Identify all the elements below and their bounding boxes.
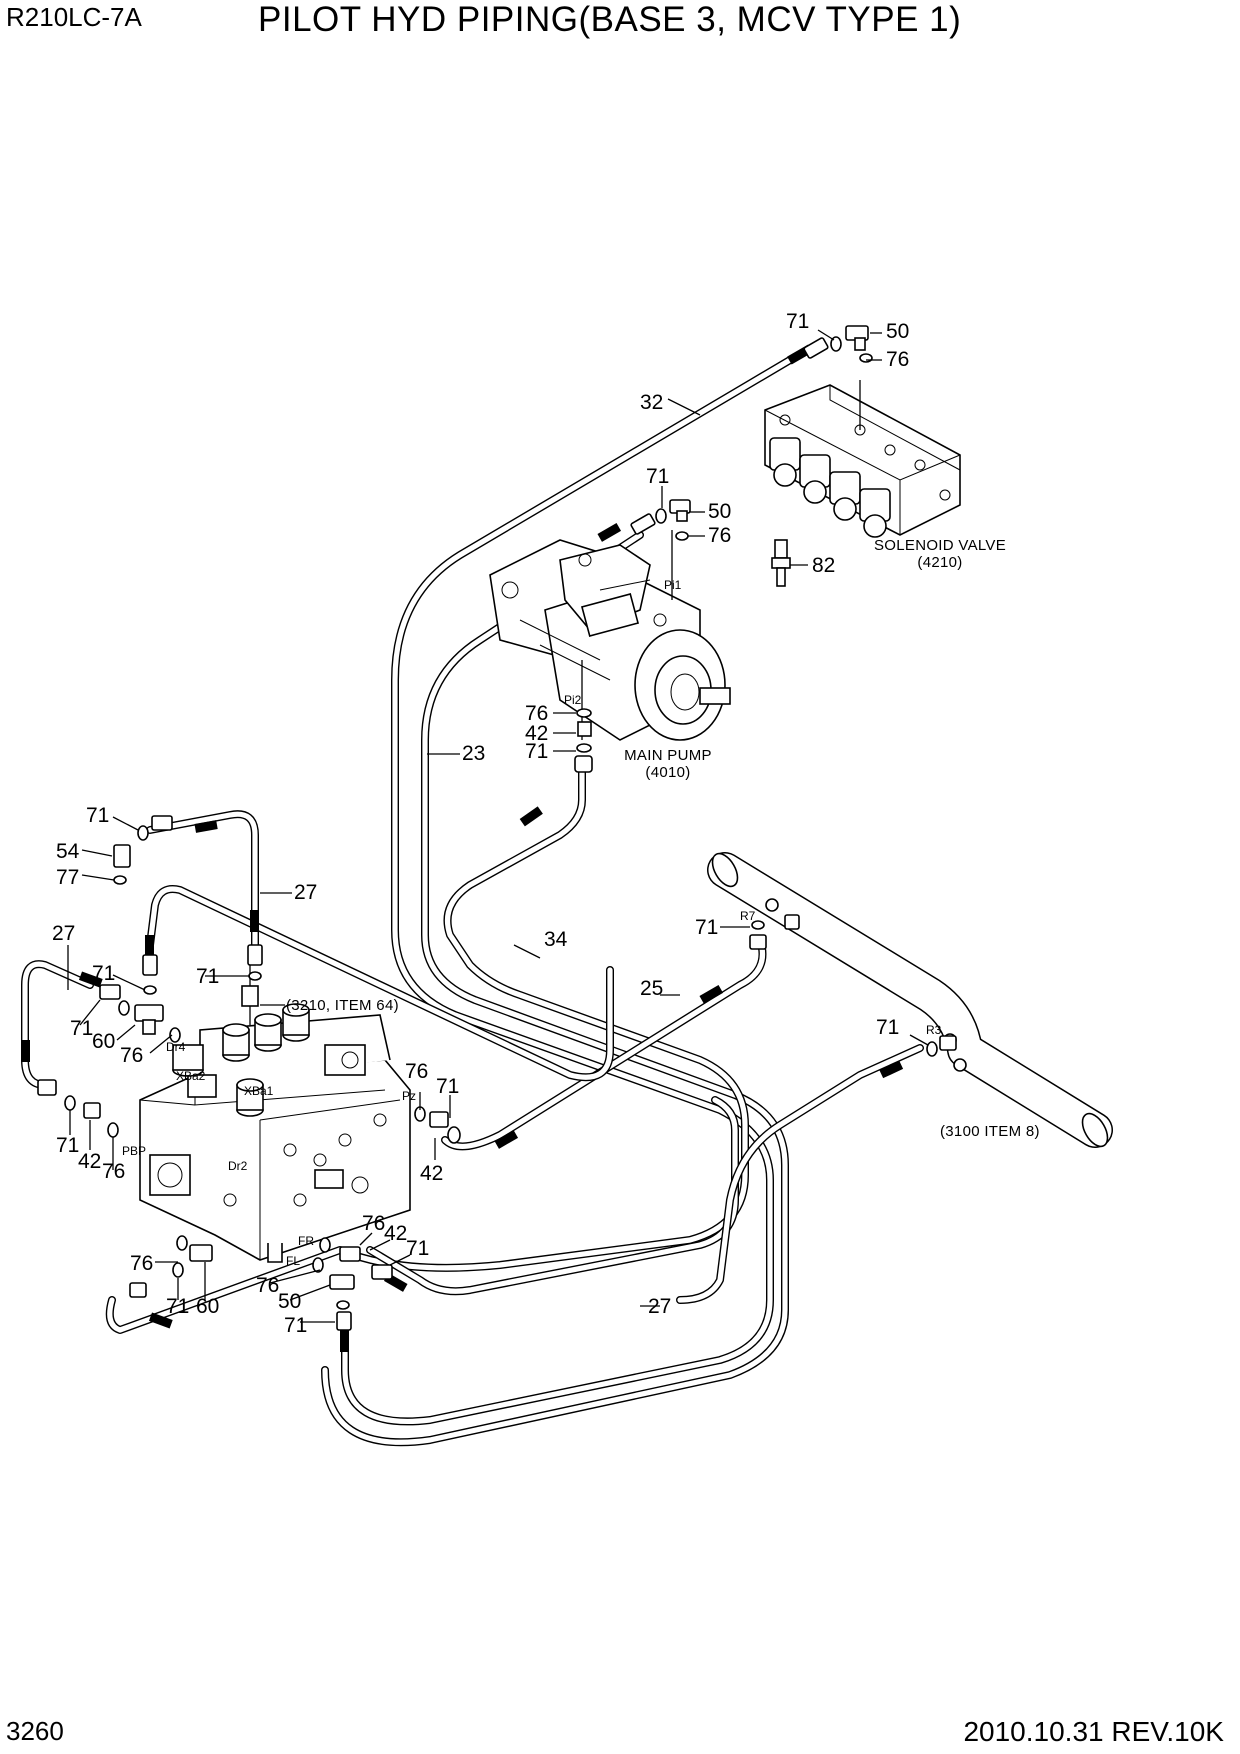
callout-number: 27 (648, 1295, 671, 1318)
callout-number: 71 (876, 1016, 899, 1039)
port-label: FL (286, 1254, 300, 1268)
pipe-27-lower (366, 1096, 739, 1296)
page-number: 3260 (6, 1716, 64, 1746)
callout-number: 42 (384, 1222, 407, 1245)
port-label: Pi1 (664, 578, 682, 592)
callout-number: 71 (284, 1314, 307, 1337)
callout-number: 60 (196, 1295, 219, 1318)
callout-number: 71 (525, 740, 548, 763)
hose-crimps (21, 344, 904, 1352)
port-label: Pz (402, 1089, 416, 1103)
callout-number: 76 (525, 702, 548, 725)
callout-number: 76 (886, 348, 909, 371)
pipe-3100-item-8 (707, 852, 1113, 1148)
solenoid-valve (764, 380, 961, 587)
callout-number: 71 (92, 962, 115, 985)
pipe-25 (441, 936, 767, 1151)
port-label: XBa1 (244, 1084, 274, 1098)
callout-number: 71 (436, 1075, 459, 1098)
main-pump-label: MAIN PUMP (624, 747, 712, 764)
port-label: R7 (740, 909, 756, 923)
callout-number: 76 (708, 524, 731, 547)
pipe-32 (341, 356, 794, 1426)
callout-number: 71 (86, 804, 109, 827)
port-label: Pi2 (564, 693, 582, 707)
pipe-27-top (146, 810, 614, 1082)
callout-number: 71 (70, 1017, 93, 1040)
callout-number: 71 (695, 916, 718, 939)
callout-number: 54 (56, 840, 80, 863)
callout-number: 71 (646, 465, 669, 488)
leader-lines (67, 329, 929, 1323)
callout-number: 27 (52, 922, 75, 945)
callout-number: 42 (420, 1162, 443, 1185)
port-label: PBP (122, 1144, 146, 1158)
port-label: Dr2 (228, 1159, 248, 1173)
callout-number: 27 (294, 881, 317, 904)
revision-date: 2010.10.31 REV.10K (963, 1716, 1224, 1747)
page-title: PILOT HYD PIPING(BASE 3, MCV TYPE 1) (258, 0, 962, 39)
callout-number: 82 (812, 554, 835, 577)
callout-number: 71 (786, 310, 809, 333)
callout-number: 76 (256, 1274, 279, 1297)
callout-number: 50 (886, 320, 909, 343)
callout-number: 50 (708, 500, 731, 523)
callout-number: 25 (640, 977, 663, 1000)
callout-number: 60 (92, 1030, 115, 1053)
callout-number: 50 (278, 1290, 301, 1313)
callout-number: 76 (120, 1044, 143, 1067)
main-control-valve (139, 960, 411, 1263)
solenoid-valve-label: SOLENOID VALVE (874, 537, 1006, 554)
callout-number: 71 (166, 1295, 189, 1318)
pipe-27-left (21, 960, 94, 1089)
callout-number: 34 (544, 928, 568, 951)
callout-number: 71 (56, 1134, 79, 1157)
port-label: XBa2 (176, 1069, 206, 1083)
callout-number: 76 (362, 1212, 385, 1235)
solenoid-valve-ref: (4210) (917, 554, 962, 571)
ref-3210-item-64: (3210, ITEM 64) (286, 997, 399, 1014)
main-pump (489, 530, 731, 741)
port-label: R3 (926, 1023, 942, 1037)
callout-number: 71 (406, 1237, 429, 1260)
callout-number: 71 (196, 965, 219, 988)
fittings (37, 325, 957, 1331)
port-label: Dr4 (166, 1040, 186, 1054)
ref-3100-item-8: (3100 ITEM 8) (940, 1123, 1040, 1140)
callout-number: 76 (405, 1060, 428, 1083)
callout-number: 42 (78, 1150, 101, 1173)
callout-number: 32 (640, 391, 663, 414)
main-pump-ref: (4010) (645, 764, 690, 781)
callout-number: 76 (130, 1252, 153, 1275)
model-name: R210LC-7A (6, 2, 142, 32)
pipe-34 (105, 766, 749, 1334)
callout-number: 23 (462, 742, 485, 765)
callout-number: 42 (525, 722, 548, 745)
pipe-r3 (676, 1044, 924, 1304)
port-label: FR (298, 1234, 314, 1248)
callout-number: 77 (56, 866, 79, 889)
callout-number: 76 (102, 1160, 125, 1183)
